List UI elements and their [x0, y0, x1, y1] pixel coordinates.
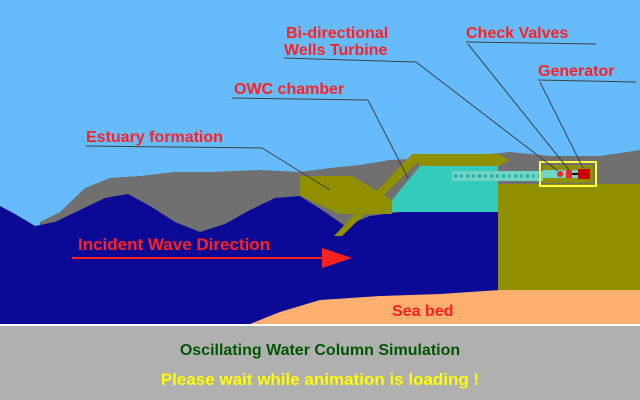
pointer-generator-underline [537, 79, 637, 83]
label-turbine-line2: Wells Turbine [284, 42, 388, 59]
label-wave-direction: Incident Wave Direction [78, 235, 270, 254]
wave-direction-arrowhead [322, 248, 352, 268]
pointer-turbine [415, 61, 559, 172]
wells-turbine-icon [557, 171, 563, 177]
pointer-turbine-underline [283, 57, 417, 63]
pointer-check-valves-underline [465, 41, 597, 45]
pointer-estuary [261, 147, 331, 191]
owc-diagram: Bi-directional Wells Turbine Check Valve… [0, 25, 640, 324]
label-turbine-line1: Bi-directional [286, 25, 388, 42]
status-bar: Oscillating Water Column Simulation Plea… [0, 324, 640, 400]
pointer-check-valves [467, 43, 570, 171]
chamber-roof [412, 154, 510, 166]
label-estuary: Estuary formation [86, 129, 223, 146]
pointer-estuary-underline [85, 145, 263, 149]
label-generator: Generator [538, 63, 614, 80]
generator-icon [578, 169, 590, 179]
pointer-owc [367, 99, 409, 179]
structure-block [498, 184, 640, 290]
loading-message: Please wait while animation is loading ! [160, 370, 480, 389]
simulation-title: Oscillating Water Column Simulation [179, 342, 461, 359]
label-sea-bed: Sea bed [392, 303, 453, 320]
turbine-housing [539, 161, 597, 187]
sea-bed [250, 288, 640, 324]
chamber-front-wall [334, 154, 420, 236]
label-check-valves: Check Valves [466, 25, 568, 42]
pointer-owc-underline [231, 97, 369, 101]
pointer-generator [539, 81, 584, 169]
check-valves-icon [566, 170, 572, 178]
label-owc-chamber: OWC chamber [234, 81, 344, 98]
